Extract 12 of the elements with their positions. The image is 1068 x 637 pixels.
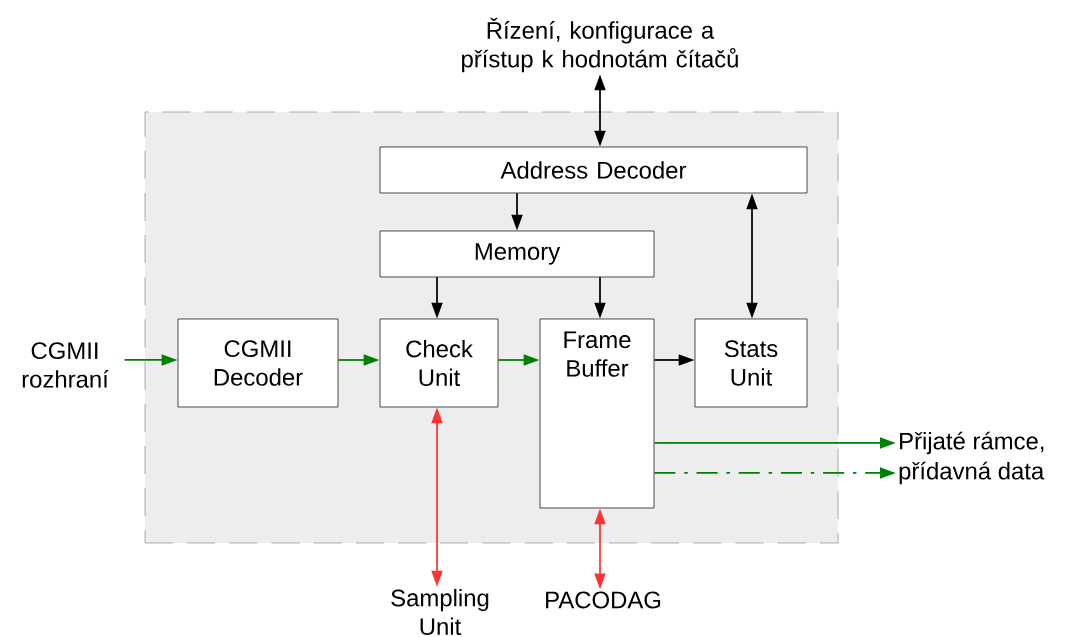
signal-label: Přijaté rámce, xyxy=(900,431,1044,455)
signal-label: Řízení, konfigurace a přístup k hodnotám čítačů xyxy=(462,17,738,73)
block-box: Address Decoder xyxy=(379,146,808,194)
block-box: Frame Buffer xyxy=(539,318,655,509)
signal-label: Sampling Unit xyxy=(391,588,489,636)
signal-label: CGMII rozhraní xyxy=(22,342,109,388)
block-box: Check Unit xyxy=(379,318,499,408)
block-box: CGMII Decoder xyxy=(177,318,339,408)
signal-label: PACODAG xyxy=(546,591,661,609)
block-box: Stats Unit xyxy=(694,318,808,408)
block-box: Memory xyxy=(379,230,655,278)
signal-label: přídavná data xyxy=(899,461,1045,485)
